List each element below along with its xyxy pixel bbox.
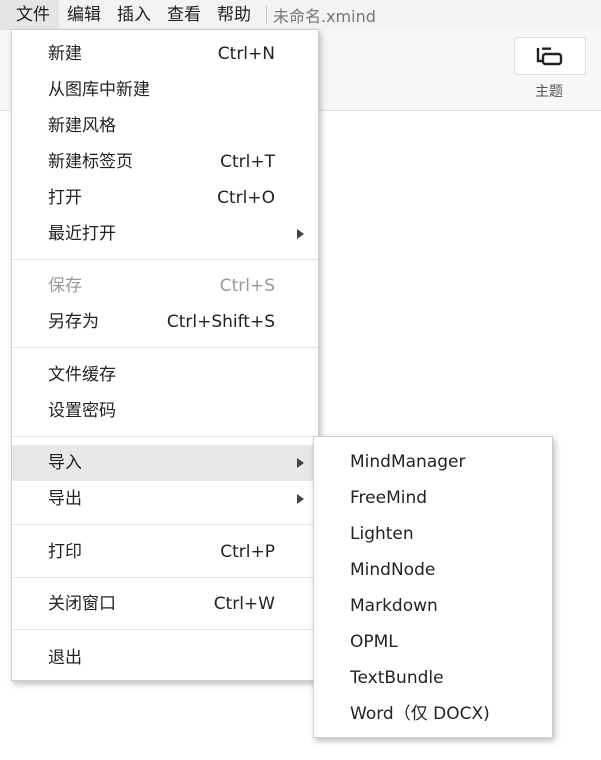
menu-divider bbox=[12, 524, 318, 525]
menubar: 文件 编辑 插入 查看 帮助 未命名.xmind bbox=[0, 0, 601, 30]
menu-item-save: 保存 Ctrl+S bbox=[12, 268, 318, 304]
menu-item-label: 文件缓存 bbox=[48, 365, 116, 385]
menu-item-label: 保存 bbox=[48, 276, 82, 296]
menu-divider bbox=[12, 347, 318, 348]
menu-item-close-window[interactable]: 关闭窗口 Ctrl+W bbox=[12, 586, 318, 622]
menu-item-shortcut: Ctrl+W bbox=[213, 594, 275, 614]
import-item-freemind[interactable]: FreeMind bbox=[314, 480, 552, 516]
menu-item-shortcut: Ctrl+P bbox=[220, 542, 275, 562]
menu-item-export[interactable]: 导出 bbox=[12, 481, 318, 517]
menu-item-label: 最近打开 bbox=[48, 224, 116, 244]
import-item-mindnode[interactable]: MindNode bbox=[314, 552, 552, 588]
menu-item-label: 新建标签页 bbox=[48, 152, 133, 172]
topic-icon bbox=[536, 47, 563, 66]
import-submenu: MindManager FreeMind Lighten MindNode Ma… bbox=[313, 436, 553, 738]
menu-item-label: 新建 bbox=[48, 44, 82, 64]
menu-item-new-from-gallery[interactable]: 从图库中新建 bbox=[12, 72, 318, 108]
import-item-opml[interactable]: OPML bbox=[314, 624, 552, 660]
menu-item-shortcut: Ctrl+Shift+S bbox=[166, 312, 275, 332]
menu-help[interactable]: 帮助 bbox=[217, 5, 251, 25]
menu-item-file-cache[interactable]: 文件缓存 bbox=[12, 357, 318, 393]
menu-item-save-as[interactable]: 另存为 Ctrl+Shift+S bbox=[12, 304, 318, 340]
document-title: 未命名.xmind bbox=[273, 7, 376, 26]
menu-item-label: MindNode bbox=[350, 560, 436, 580]
menu-item-label: 导入 bbox=[48, 453, 82, 473]
import-item-textbundle[interactable]: TextBundle bbox=[314, 660, 552, 696]
import-item-word-docx[interactable]: Word（仅 DOCX) bbox=[314, 696, 552, 732]
menu-item-label: MindManager bbox=[350, 452, 466, 472]
menu-item-label: 导出 bbox=[48, 489, 82, 509]
menu-item-new-style[interactable]: 新建风格 bbox=[12, 108, 318, 144]
menu-item-label: OPML bbox=[350, 632, 398, 652]
menubar-divider bbox=[266, 6, 267, 24]
menu-item-label: 关闭窗口 bbox=[48, 594, 116, 614]
menu-item-recent[interactable]: 最近打开 bbox=[12, 216, 318, 252]
menu-item-shortcut: Ctrl+S bbox=[219, 276, 275, 296]
menu-item-shortcut: Ctrl+O bbox=[217, 188, 275, 208]
menu-item-new-tab[interactable]: 新建标签页 Ctrl+T bbox=[12, 144, 318, 180]
menu-item-label: 新建风格 bbox=[48, 116, 116, 136]
menu-edit[interactable]: 编辑 bbox=[67, 5, 101, 25]
menu-item-label: 打开 bbox=[48, 188, 82, 208]
submenu-arrow-icon bbox=[297, 458, 304, 468]
menu-divider bbox=[12, 436, 318, 437]
menu-item-open[interactable]: 打开 Ctrl+O bbox=[12, 180, 318, 216]
submenu-arrow-icon bbox=[297, 229, 304, 239]
menu-item-quit[interactable]: 退出 bbox=[12, 640, 318, 676]
menu-divider bbox=[12, 629, 318, 630]
insert-topic-button[interactable] bbox=[514, 37, 586, 75]
menu-item-import[interactable]: 导入 bbox=[12, 445, 318, 481]
import-item-mindmanager[interactable]: MindManager bbox=[314, 444, 552, 480]
menu-item-label: TextBundle bbox=[350, 668, 444, 688]
menu-item-label: Markdown bbox=[350, 596, 438, 616]
menu-item-set-password[interactable]: 设置密码 bbox=[12, 393, 318, 429]
menu-file[interactable]: 文件 bbox=[0, 0, 59, 30]
menu-item-shortcut: Ctrl+N bbox=[217, 44, 275, 64]
menu-item-label: 打印 bbox=[48, 542, 82, 562]
menu-item-shortcut: Ctrl+T bbox=[220, 152, 275, 172]
menu-item-label: FreeMind bbox=[350, 488, 428, 508]
menu-divider bbox=[12, 577, 318, 578]
menu-item-print[interactable]: 打印 Ctrl+P bbox=[12, 534, 318, 570]
menu-item-label: 设置密码 bbox=[48, 401, 116, 421]
menu-item-label: Word（仅 DOCX) bbox=[350, 704, 490, 724]
topic-label: 主题 bbox=[535, 84, 563, 100]
menu-item-label: 另存为 bbox=[48, 312, 99, 332]
submenu-arrow-icon bbox=[297, 494, 304, 504]
menu-insert[interactable]: 插入 bbox=[117, 5, 151, 25]
menu-item-new[interactable]: 新建 Ctrl+N bbox=[12, 36, 318, 72]
menu-item-label: 退出 bbox=[48, 648, 82, 668]
menu-divider bbox=[12, 259, 318, 260]
import-item-markdown[interactable]: Markdown bbox=[314, 588, 552, 624]
menu-item-label: Lighten bbox=[350, 524, 414, 544]
menu-item-label: 从图库中新建 bbox=[48, 80, 150, 100]
menu-view[interactable]: 查看 bbox=[167, 5, 201, 25]
import-item-lighten[interactable]: Lighten bbox=[314, 516, 552, 552]
file-menu-dropdown: 新建 Ctrl+N 从图库中新建 新建风格 新建标签页 Ctrl+T 打开 Ct… bbox=[11, 29, 319, 681]
